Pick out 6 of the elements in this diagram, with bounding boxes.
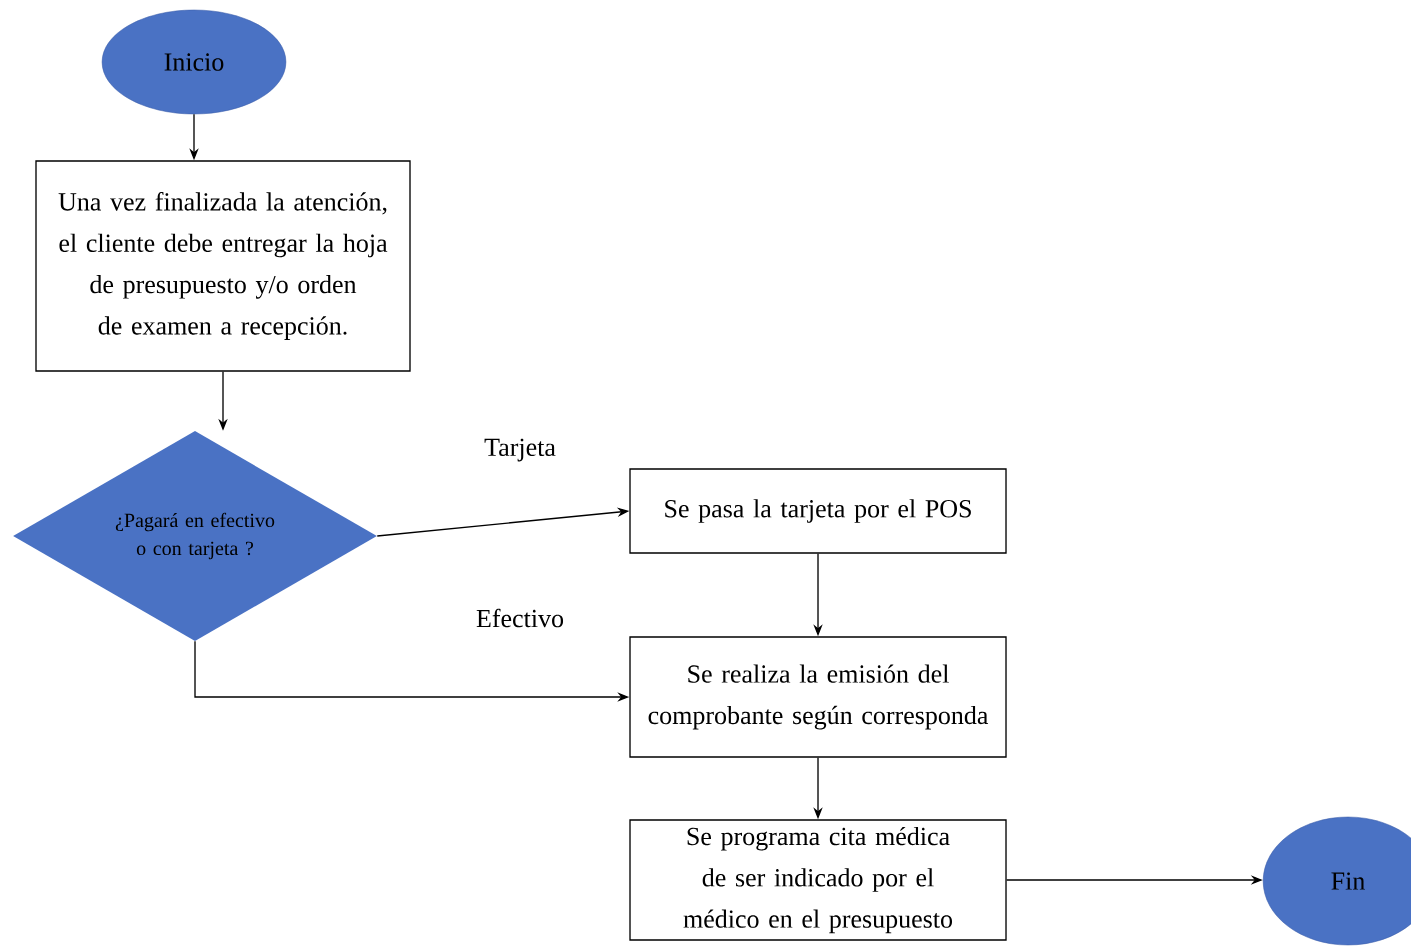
process-box: Una vez finalizada la atención, el cliente debe entregar la hoja de presupuesto y/o orden de examen a recepción. <box>35 160 411 372</box>
edge-label: Tarjeta <box>482 437 558 463</box>
process-box: Se realiza la emisión del comprobante según corresponda <box>629 636 1007 758</box>
process-box: Se programa cita médica de ser indicado por el médico en el presupuesto <box>629 819 1007 941</box>
process-box: Se pasa la tarjeta por el POS <box>629 468 1007 554</box>
edge-label: Efectivo <box>474 607 566 629</box>
